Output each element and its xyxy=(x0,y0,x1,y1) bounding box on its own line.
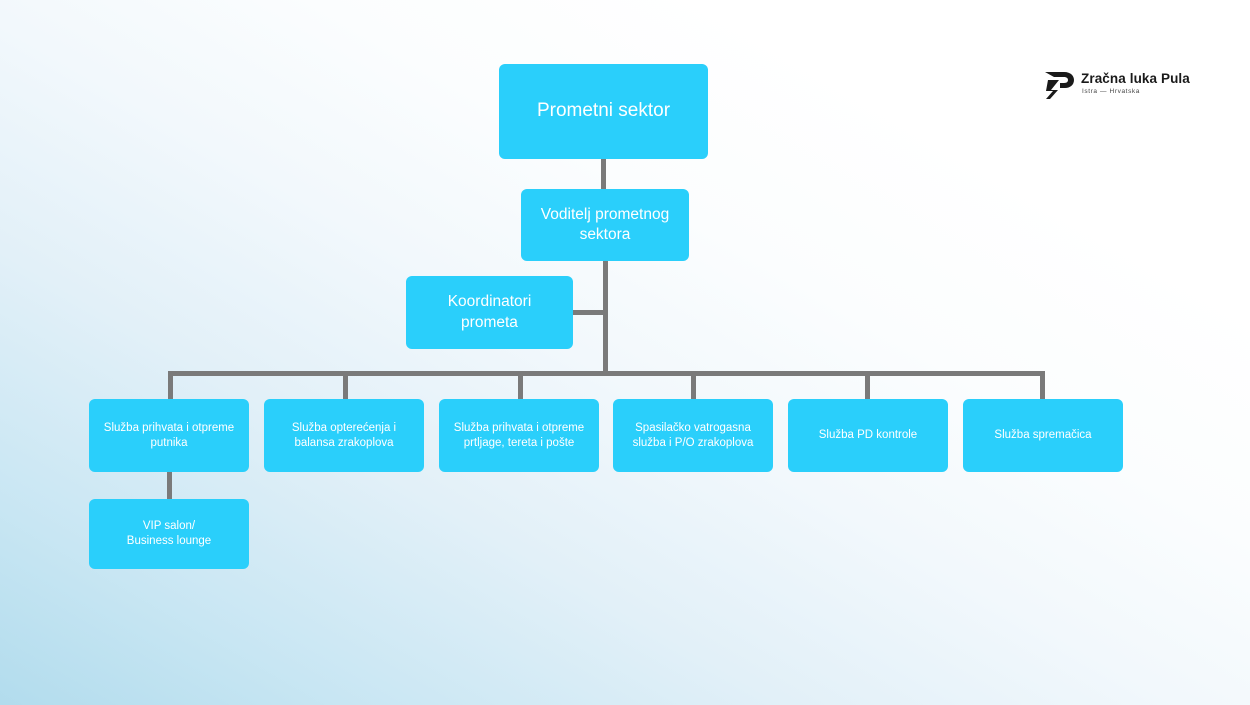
node-prometni-sektor[interactable]: Prometni sektor xyxy=(499,64,708,159)
zracna-luka-pula-bird-mark xyxy=(1045,72,1074,99)
airport-logo: Zračna luka Pula Istra — Hrvatska xyxy=(1044,68,1190,102)
node-sluzba-pd-kontrole[interactable]: Služba PD kontrole xyxy=(788,399,948,472)
node-sluzba-opterecenja-i-balansa-zrakoplova[interactable]: Služba opterećenja i balansa zrakoplova xyxy=(264,399,424,472)
connector-bus-to-dept4 xyxy=(691,371,696,400)
node-koordinatori-prometa[interactable]: Koordinatori prometa xyxy=(406,276,573,349)
logo-tagline: Istra — Hrvatska xyxy=(1082,88,1140,95)
connector-root-to-manager xyxy=(601,158,606,190)
node-sluzba-prihvata-i-otpreme-putnika[interactable]: Služba prihvata i otpreme putnika xyxy=(89,399,249,472)
connector-bus-to-dept6 xyxy=(1040,371,1045,400)
node-sluzba-spremacica[interactable]: Služba spremačica xyxy=(963,399,1123,472)
node-voditelj-prometnog-sektora[interactable]: Voditelj prometnog sektora xyxy=(521,189,689,261)
logo-wordmark: Zračna luka Pula xyxy=(1081,71,1190,86)
connector-distribution-bus xyxy=(168,371,1045,376)
connector-bus-to-dept3 xyxy=(518,371,523,400)
connector-bus-to-dept2 xyxy=(343,371,348,400)
connector-bus-to-dept5 xyxy=(865,371,870,400)
node-vip-salon-business-lounge[interactable]: VIP salon/ Business lounge xyxy=(89,499,249,569)
connector-bus-to-dept1 xyxy=(168,371,173,400)
connector-spine-to-coordinators xyxy=(573,310,605,315)
node-spasilacko-vatrogasna-sluzba[interactable]: Spasilačko vatrogasna služba i P/O zrako… xyxy=(613,399,773,472)
node-sluzba-prihvata-i-otpreme-prtljage[interactable]: Služba prihvata i otpreme prtljage, tere… xyxy=(439,399,599,472)
connector-dept1-to-vip xyxy=(167,470,172,500)
connector-manager-spine xyxy=(603,260,608,374)
